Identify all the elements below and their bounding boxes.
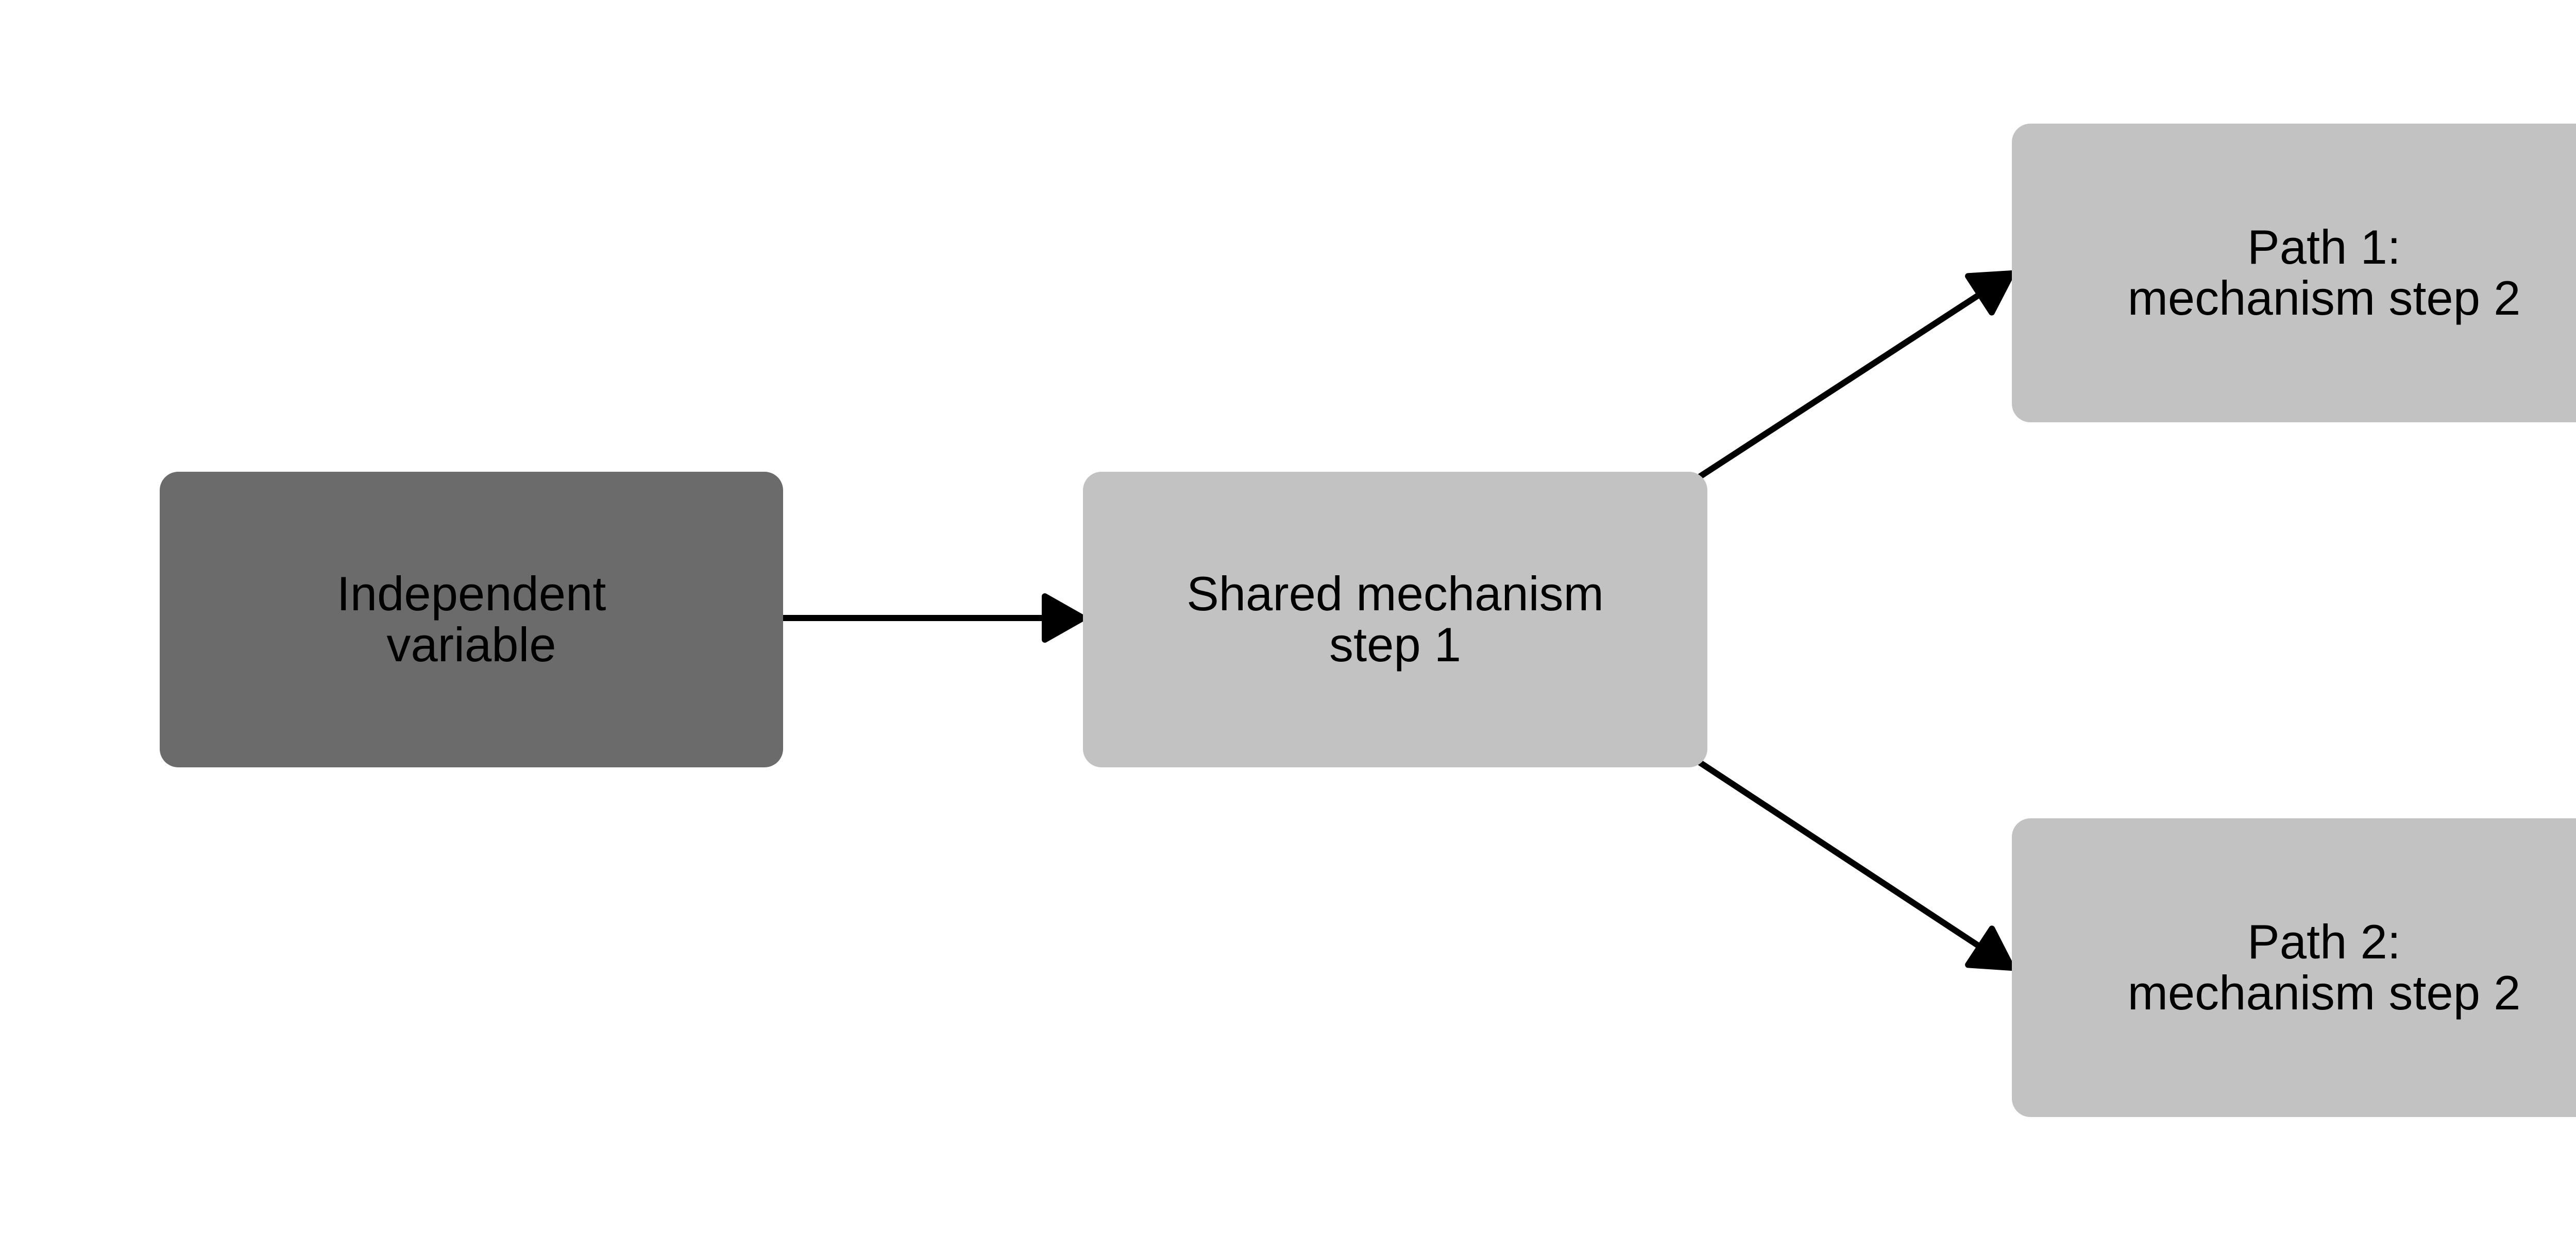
edge-shared-to-path2 xyxy=(1697,760,2015,971)
node-path-1-mechanism-step-2-label: Path 1: mechanism step 2 xyxy=(2127,220,2521,325)
node-independent-variable: Independent variable xyxy=(160,472,783,767)
node-independent-variable-label: Independent variable xyxy=(336,566,606,672)
node-path-1-mechanism-step-2: Path 1: mechanism step 2 xyxy=(2012,124,2576,422)
edge-shared-to-path1 xyxy=(1697,270,2015,479)
node-path-2-mechanism-step-2: Path 2: mechanism step 2 xyxy=(2012,818,2576,1117)
node-path-2-mechanism-step-2-label: Path 2: mechanism step 2 xyxy=(2127,915,2521,1020)
node-shared-mechanism-step-1-label: Shared mechanism step 1 xyxy=(1187,566,1604,672)
node-shared-mechanism-step-1: Shared mechanism step 1 xyxy=(1083,472,1707,767)
